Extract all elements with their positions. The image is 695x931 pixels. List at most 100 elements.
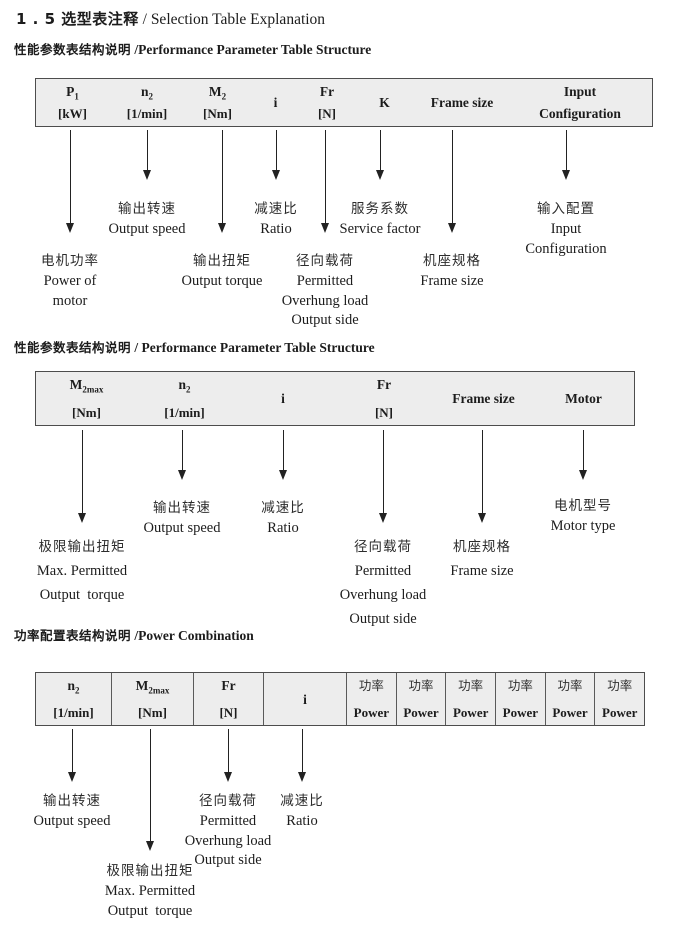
col-symbol: Frame size [452, 391, 515, 406]
callout-frame-size: 机座规格 Frame size [450, 535, 513, 583]
col-symbol: n2 [141, 84, 153, 101]
power-en: Power [552, 705, 588, 720]
arrow-n2 [68, 729, 76, 782]
callout-en: Output torque [181, 273, 263, 289]
callout-zh: 减速比 [280, 793, 324, 809]
arrow-fr [321, 130, 329, 233]
arrow-input-configuration [562, 130, 570, 180]
callout-en: Ratio [286, 813, 318, 829]
symbol-text: n [67, 678, 75, 693]
col-unit: [Nm] [138, 705, 167, 720]
symbol-text: n [140, 84, 149, 99]
arrow-n2 [143, 130, 151, 180]
callout-en: Output torque [39, 587, 125, 603]
callout-overhung-load: 径向载荷 Permitted Overhung load Output side [282, 251, 369, 331]
performance-table-2: M2max [Nm] n2 [1/min] i Fr [N] Frame siz… [35, 371, 635, 426]
col-unit: [N] [219, 705, 238, 720]
callout-en: Configuration [525, 240, 607, 257]
callout-en: Max. Permitted [104, 883, 196, 899]
table1-col-m2: M2 [Nm] [185, 79, 250, 126]
callout-en: Output side [194, 852, 262, 868]
arrow-p1 [66, 130, 74, 233]
arrow-fr [379, 430, 387, 523]
symbol-sub: 1 [74, 91, 79, 102]
arrow-frame-size [478, 430, 486, 523]
symbol-sub: 2max [148, 685, 170, 696]
table2-col-motor: Motor [533, 372, 634, 425]
callout-en: Overhung load [184, 832, 272, 849]
table3-col-power-3: 功率 Power [445, 673, 495, 725]
arrow-fr [224, 729, 232, 782]
callout-zh: 输出转速 [152, 500, 211, 516]
callout-en: Motor type [550, 518, 616, 534]
callout-motor-type: 电机型号 Motor type [551, 496, 616, 537]
callout-overhung-load: 径向载荷 Permitted Overhung load Output side [185, 791, 272, 871]
power-zh: 功率 [607, 678, 633, 693]
table1-col-p1: P1 [kW] [36, 79, 109, 126]
section1-heading: 性能参数表结构说明 /Performance Parameter Table S… [14, 39, 371, 59]
power-en: Power [502, 705, 539, 720]
symbol-sub: 2 [75, 685, 80, 696]
col-line1: Input [563, 84, 597, 99]
symbol-sub: 2 [186, 384, 191, 395]
col-symbol: n2 [178, 377, 190, 394]
callout-zh: 极限输出扭矩 [38, 539, 126, 555]
callout-power-of-motor: 电机功率 Power of motor [41, 251, 99, 311]
callout-max-output-torque: 极限输出扭矩 Max. Permitted Output torque [105, 861, 195, 921]
callout-overhung-load: 径向载荷 Permitted Overhung load Output side [340, 535, 427, 631]
power-zh: 功率 [507, 678, 533, 693]
col-symbol: K [379, 95, 390, 110]
table1-col-fr: Fr [N] [301, 79, 353, 126]
callout-zh: 电机功率 [41, 253, 99, 269]
callout-en: Output speed [33, 813, 111, 829]
power-combination-table: n2 [1/min] M2max [Nm] Fr [N] i 功率 Power … [35, 672, 645, 726]
title-separator: / [138, 11, 151, 28]
callout-en: Output torque [107, 902, 193, 919]
section3-heading-sep: / [131, 628, 139, 643]
section1-heading-en: Performance Parameter Table Structure [138, 42, 372, 57]
arrow-n2 [178, 430, 186, 480]
callout-zh: 输出扭矩 [192, 253, 251, 269]
callout-zh: 输入配置 [536, 201, 595, 217]
section3-heading-en: Power Combination [138, 628, 254, 643]
page-title-en: Selection Table Explanation [150, 11, 326, 28]
table2-col-fr: Fr [N] [334, 372, 434, 425]
arrow-i [272, 130, 280, 180]
symbol-sub: 2 [221, 91, 227, 102]
table3-col-m2max: M2max [Nm] [111, 673, 193, 725]
arrow-m2 [218, 130, 226, 233]
col-symbol: i [273, 95, 278, 110]
page-title: 1 . 5 选型表注释 / Selection Table Explanatio… [16, 8, 325, 29]
callout-service-factor: 服务系数 Service factor [340, 199, 421, 240]
col-symbol: i [303, 691, 307, 707]
col-symbol: M2max [136, 678, 170, 695]
callout-en: Permitted [296, 273, 354, 289]
table3-col-power-6: 功率 Power [594, 673, 644, 725]
arrow-frame-size [448, 130, 456, 233]
col-symbol: P1 [66, 84, 79, 101]
symbol-text: P [66, 84, 75, 99]
callout-en: Output speed [108, 221, 186, 237]
table1-col-n2: n2 [1/min] [109, 79, 185, 126]
callout-ratio: 减速比 Ratio [280, 791, 324, 832]
symbol-text: M [69, 377, 83, 392]
col-unit: [N] [317, 106, 337, 121]
callout-output-speed: 输出转速 Output speed [34, 791, 111, 832]
symbol-text: n [178, 377, 186, 392]
col-symbol: M2 [209, 84, 226, 101]
col-symbol: Fr [376, 377, 392, 392]
section2-heading: 性能参数表结构说明 / Performance Parameter Table … [14, 337, 375, 357]
col-symbol: M2max [70, 377, 104, 394]
power-en: Power [353, 705, 390, 720]
power-zh: 功率 [458, 678, 484, 693]
power-zh: 功率 [358, 678, 384, 693]
page-title-zh: 1 . 5 选型表注释 [16, 10, 139, 28]
col-symbol: Motor [565, 391, 602, 406]
col-symbol: Frame size [430, 95, 494, 110]
callout-en: Output speed [143, 520, 221, 536]
symbol-text: M [208, 84, 222, 99]
callout-zh: 径向载荷 [295, 253, 354, 269]
callout-ratio: 减速比 Ratio [261, 498, 305, 539]
table2-col-frame-size: Frame size [434, 372, 533, 425]
callout-en: Overhung load [339, 587, 427, 603]
